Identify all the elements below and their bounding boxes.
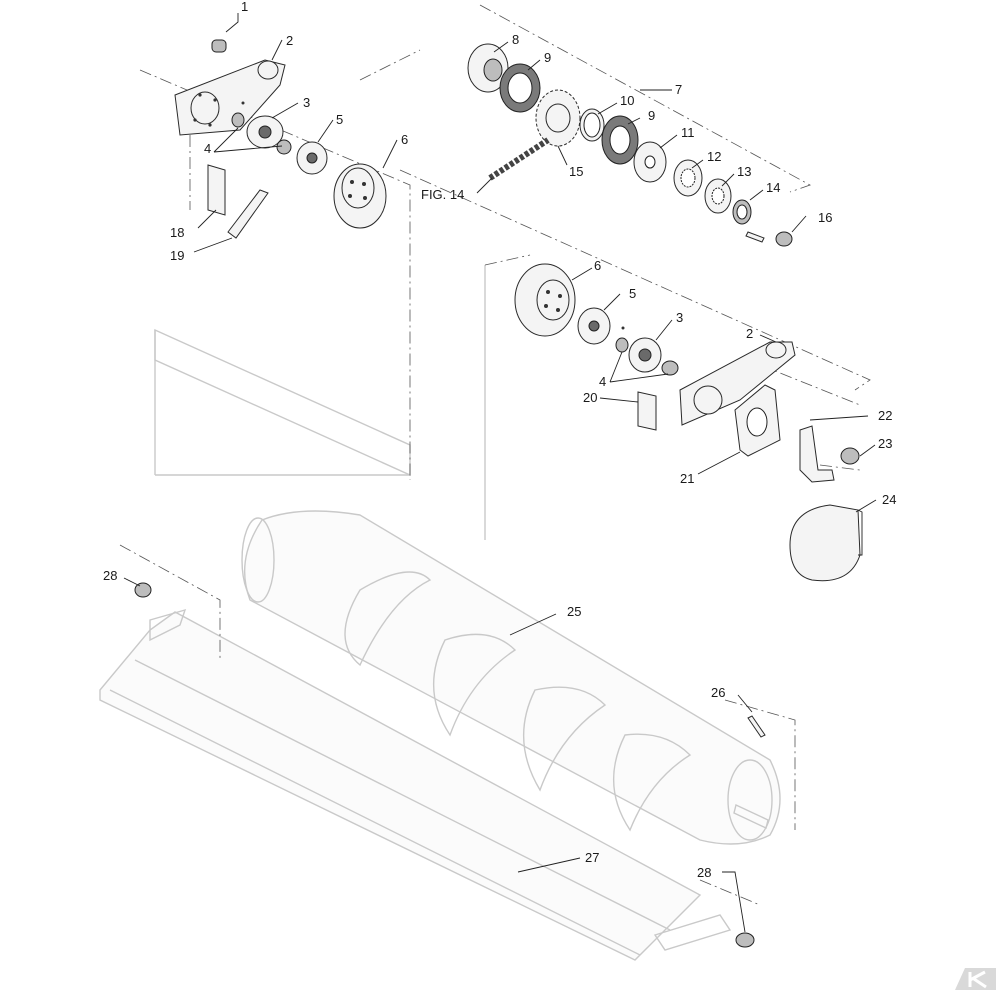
callout-16: 16 [818, 210, 832, 225]
friction-disc-9-a [499, 63, 541, 113]
nut-28-left [134, 582, 152, 598]
callout-5-right: 5 [629, 286, 636, 301]
callout-2-right: 2 [746, 326, 753, 341]
chain-fig14 [488, 137, 550, 181]
flange-5-left [296, 141, 328, 175]
callout-15: 15 [569, 164, 583, 179]
callout-7: 7 [675, 82, 682, 97]
callout-11: 11 [681, 125, 695, 140]
hub-8 [467, 43, 509, 93]
callout-9-b: 9 [648, 108, 655, 123]
bolt-and-cap-16 [745, 231, 793, 247]
callout-1: 1 [241, 0, 248, 14]
callout-23: 23 [878, 436, 892, 451]
pulley-6-left [333, 163, 387, 229]
callout-26: 26 [711, 685, 725, 700]
nut-14 [732, 199, 752, 225]
bearing-plate-2-left [174, 59, 286, 136]
flange-3-left [246, 115, 284, 149]
washer-13 [704, 178, 732, 214]
callout-10: 10 [620, 93, 634, 108]
callout-12: 12 [707, 149, 721, 164]
ring-10 [579, 108, 605, 142]
callout-3-left: 3 [303, 95, 310, 110]
callout-25: 25 [567, 604, 581, 619]
sprocket-15 [535, 89, 581, 147]
bushing-1 [211, 39, 227, 53]
callout-18: 18 [170, 225, 184, 240]
leader-lines [123, 13, 877, 933]
callout-8: 8 [512, 32, 519, 47]
cover-24 [789, 504, 863, 582]
bracket-22 [799, 425, 835, 483]
callout-4-left: 4 [204, 141, 211, 156]
callout-28-left: 28 [103, 568, 117, 583]
mounting-plane-left [154, 328, 411, 477]
callout-fig-14: FIG. 14 [421, 187, 464, 202]
callout-14: 14 [766, 180, 780, 195]
auger-tube-ghost [241, 510, 781, 845]
guard-plate-21 [734, 384, 781, 457]
plate-20 [637, 391, 657, 431]
flange-5-right [577, 307, 611, 345]
callout-13: 13 [737, 164, 751, 179]
bearing-4-right [615, 326, 679, 376]
pin-26 [747, 715, 766, 738]
callout-27: 27 [585, 850, 599, 865]
frame-bar-ghost [99, 608, 732, 961]
callout-28-right: 28 [697, 865, 711, 880]
link-19 [227, 189, 269, 239]
callout-2-left: 2 [286, 33, 293, 48]
nut-28-right [735, 932, 755, 948]
bushing-23 [840, 447, 860, 465]
bearing-4-left [231, 101, 292, 155]
logo-mark [955, 968, 996, 990]
flange-3-right [628, 337, 662, 373]
callout-4-right: 4 [599, 374, 606, 389]
washer-12 [673, 159, 703, 197]
callout-21: 21 [680, 471, 694, 486]
callout-9-a: 9 [544, 50, 551, 65]
callout-6-left: 6 [401, 132, 408, 147]
friction-disc-9-b [601, 115, 639, 165]
callout-24: 24 [882, 492, 896, 507]
callout-6-right: 6 [594, 258, 601, 273]
callout-19: 19 [170, 248, 184, 263]
callout-labels: 1 2 3 4 5 6 7 8 9 9 10 11 12 13 14 15 16… [103, 0, 896, 880]
pulley-6-right [514, 263, 576, 337]
callout-22: 22 [878, 408, 892, 423]
plate-18 [207, 164, 226, 216]
callout-3-right: 3 [676, 310, 683, 325]
callout-5-left: 5 [336, 112, 343, 127]
callout-20: 20 [583, 390, 597, 405]
bearing-plate-2-right [679, 341, 796, 426]
disc-11 [633, 141, 667, 183]
